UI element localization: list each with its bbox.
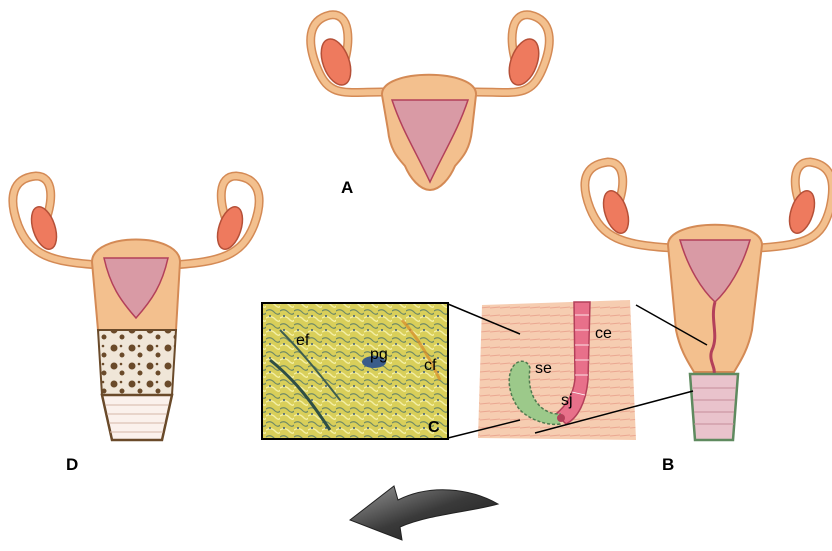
- panel-label-c: C: [428, 419, 440, 436]
- label-pg: pg: [370, 346, 388, 363]
- ovary-right: [785, 188, 820, 237]
- curved-arrow-icon: [350, 486, 498, 540]
- panel-label-d: D: [66, 455, 78, 474]
- micrograph: [262, 303, 448, 439]
- transformation-zone-detail: ce se sj: [478, 300, 707, 440]
- squamocolumnar-junction: [557, 414, 565, 422]
- vagina: [102, 395, 172, 440]
- label-ce: ce: [595, 325, 612, 342]
- panel-label-b: B: [662, 455, 674, 474]
- label-se: se: [535, 360, 552, 377]
- vagina: [690, 374, 738, 440]
- panel-label-a: A: [341, 178, 353, 197]
- uterus-panel-a: A: [311, 15, 550, 197]
- uterus-panel-d: D: [13, 176, 259, 474]
- ossified-cervix: [98, 330, 176, 395]
- label-sj: sj: [561, 392, 573, 409]
- label-cf: cf: [424, 357, 437, 374]
- label-ef: ef: [296, 332, 310, 349]
